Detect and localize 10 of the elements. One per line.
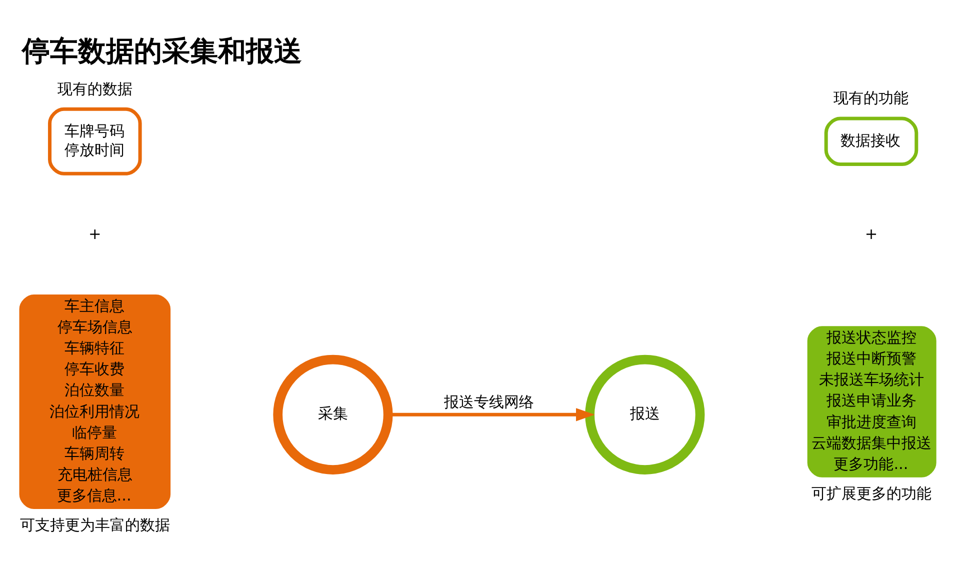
- edge-label: 报送专线网络: [444, 392, 534, 410]
- label: +: [88, 224, 102, 243]
- node-circle: 采集: [273, 354, 393, 474]
- node-label: 可支持更为丰富的数据: [20, 516, 170, 534]
- diagram-title: 停车数据的采集和报送: [22, 34, 302, 68]
- label: +: [864, 224, 878, 243]
- node-label: 可扩展更多的功能: [811, 484, 932, 502]
- node-circle: 报送: [585, 354, 705, 474]
- node-label: 现有的数据: [57, 79, 132, 98]
- node-label: 现有的功能: [834, 88, 909, 107]
